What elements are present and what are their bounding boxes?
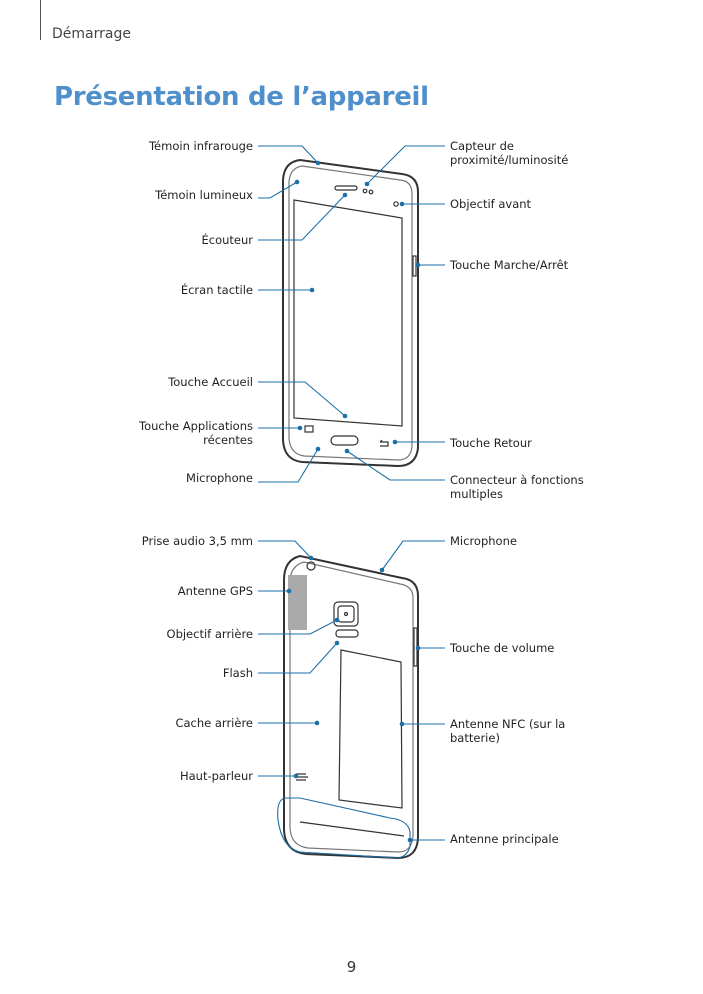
label-rear-camera: Objectif arrière bbox=[166, 627, 253, 641]
label-main-antenna: Antenne principale bbox=[450, 832, 559, 846]
label-back-key: Touche Retour bbox=[450, 436, 532, 450]
label-power-key: Touche Marche/Arrêt bbox=[450, 258, 569, 272]
label-back-cover: Cache arrière bbox=[175, 716, 253, 730]
label-earpiece: Écouteur bbox=[201, 233, 253, 247]
label-multipurpose-jack: Connecteur à fonctions multiples bbox=[450, 473, 584, 501]
section-name: Démarrage bbox=[52, 26, 131, 42]
label-proximity-sensor: Capteur de proximité/luminosité bbox=[450, 139, 569, 167]
label-touchscreen: Écran tactile bbox=[180, 283, 253, 297]
page-title: Présentation de l’appareil bbox=[54, 82, 429, 112]
label-ir-led: Témoin infrarouge bbox=[148, 139, 253, 153]
callout-lines bbox=[258, 145, 445, 859]
label-indicator-light: Témoin lumineux bbox=[155, 188, 253, 202]
label-front-microphone: Microphone bbox=[186, 471, 253, 485]
label-front-camera: Objectif avant bbox=[450, 197, 532, 211]
label-volume-key: Touche de volume bbox=[450, 641, 555, 655]
label-nfc-antenna: Antenne NFC (sur la batterie) bbox=[450, 717, 566, 745]
label-headset-jack: Prise audio 3,5 mm bbox=[141, 534, 253, 548]
label-back-microphone: Microphone bbox=[450, 534, 517, 548]
callout-dots bbox=[286, 160, 421, 843]
back-phone bbox=[283, 554, 419, 860]
header-rule bbox=[40, 0, 41, 40]
label-recent-apps-key: Touche Applications récentes bbox=[139, 419, 253, 447]
label-home-key: Touche Accueil bbox=[168, 375, 253, 389]
label-speaker: Haut-parleur bbox=[179, 769, 253, 783]
page-number: 9 bbox=[346, 958, 357, 976]
label-gps-antenna: Antenne GPS bbox=[177, 584, 253, 598]
label-flash: Flash bbox=[222, 666, 253, 680]
front-phone bbox=[282, 158, 419, 468]
